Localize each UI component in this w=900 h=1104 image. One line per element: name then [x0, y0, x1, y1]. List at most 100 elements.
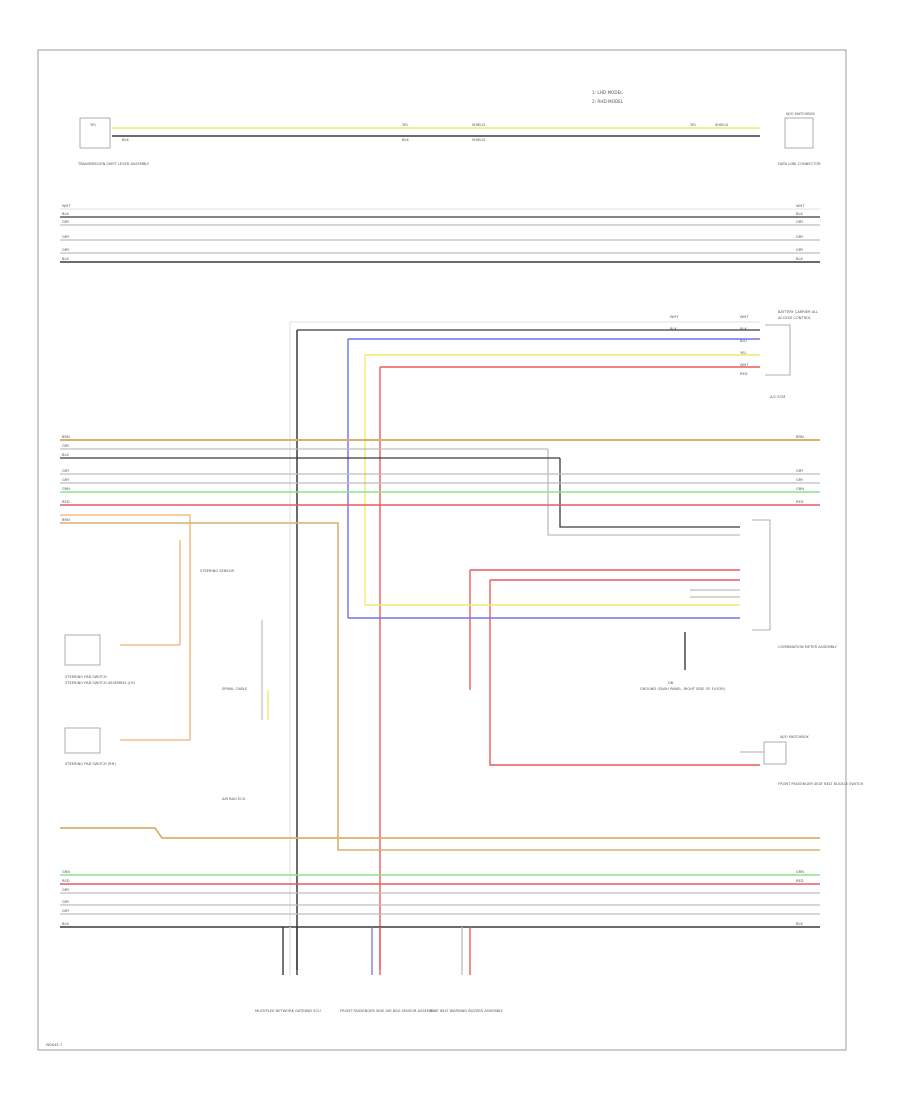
middle-bus: BRN GRY BLK GRY GRY GRN RED BRN BRN GRY …	[60, 435, 820, 851]
code-ecm-2: BLK	[670, 327, 677, 331]
code-mid-7: RED	[62, 500, 70, 504]
label-shift-lever: TRANSMISSION SHIFT LEVER ASSEMBLY	[77, 162, 150, 166]
diagram-frame	[37, 49, 847, 1051]
mid-bus-black-drop	[559, 458, 740, 528]
code-mid-r7: RED	[796, 500, 804, 504]
code-bot-r2: RED	[796, 879, 804, 883]
code-bus-r1: WHT	[796, 204, 805, 208]
label-ground-ref: GB	[668, 681, 674, 685]
code-blk-1: BLK	[122, 138, 129, 142]
lower-tan-wire	[60, 827, 820, 839]
label-steering-pad-rh: STEERING PAD SWITCH (RH)	[65, 762, 116, 766]
code-bot-6: BLK	[62, 922, 69, 926]
steering-switches: STEERING SENSOR STEERING PAD SWITCH STEE…	[64, 540, 235, 766]
code-mid-1: BRN	[62, 435, 70, 439]
legend: 1: LHD MODEL 2: RHD MODEL	[592, 90, 624, 104]
code-bus-2: BLK	[62, 212, 69, 216]
code-ecm-4: BLK	[740, 327, 747, 331]
dlc-box	[784, 117, 814, 149]
label-steering-sensor: STEERING SENSOR	[200, 569, 235, 573]
label-ecm: A/C ECM	[770, 395, 785, 399]
label-combination-meter: COMBINATION METER ASSEMBLY	[778, 645, 838, 649]
label-dlc: DATA LINK CONNECTOR	[778, 162, 821, 166]
label-steering-pad-sub: STEERING PAD SWITCH ASSEMBLY (LH)	[65, 681, 136, 685]
code-mid-3: BLK	[62, 453, 69, 457]
combination-meter: COMBINATION METER ASSEMBLY GROUND (DASH …	[348, 519, 838, 766]
code-bot-2: RED	[62, 879, 70, 883]
label-ground-dash: GROUND (DASH PANEL, RIGHT SIDE OF FLOOR)	[640, 687, 726, 691]
code-bus-5: GRY	[62, 248, 70, 252]
label-spiral-cable: SPIRAL CABLE	[222, 687, 248, 691]
buckle-box	[763, 741, 787, 765]
label-dlc-ref: W/O MATCHBOX	[786, 112, 815, 116]
code-yel-1: YEL	[90, 123, 96, 127]
legend-lhd: 1: LHD MODEL	[592, 90, 623, 95]
code-mid-r6: GRN	[796, 487, 804, 491]
code-shield-1: SHIELD	[472, 123, 485, 127]
code-bus-r4: GRY	[796, 235, 804, 239]
code-bus-r5: GRY	[796, 248, 804, 252]
code-yel-2: YEL	[402, 123, 408, 127]
code-ecm-3: WHT	[740, 315, 749, 319]
label-buzzer: SEAT BELT WARNING BUZZER ASSEMBLY	[430, 1009, 504, 1013]
code-bot-3: GRY	[62, 888, 70, 892]
code-mid-4: GRY	[62, 469, 70, 473]
buckle-switch: W/O MATCHBOX FRONT PASSENGER SEAT BELT B…	[740, 735, 863, 786]
code-ecm-6: YEL	[740, 351, 746, 355]
code-bus-r6: BLK	[796, 257, 803, 261]
code-bus-6: BLK	[62, 257, 69, 261]
steering-pad-rh-box	[64, 727, 101, 754]
code-bus-r2: BLK	[796, 212, 803, 216]
spiral-cable: SPIRAL CABLE AIR BAG ECU	[222, 620, 269, 801]
code-bot-1: GRN	[62, 870, 70, 874]
label-buckle-ref: W/O MATCHBOX	[780, 735, 809, 739]
code-shield-3: SHIELD	[715, 123, 728, 127]
bottom-bus: GRN RED GRY GRY GRY BLK GRN RED BLK	[60, 870, 820, 928]
code-mid-5: GRY	[62, 478, 70, 482]
ecm-bracket	[765, 324, 791, 376]
label-buckle-switch: FRONT PASSENGER SEAT BELT BUCKLE SWITCH	[778, 782, 863, 786]
code-mid-r1: BRN	[796, 435, 804, 439]
label-airbag-sensor: FRONT PASSENGER SIDE AIR BAG SENSOR ASSE…	[340, 1009, 437, 1013]
trunk-wires	[289, 321, 760, 970]
code-bot-r6: BLK	[796, 922, 803, 926]
code-bot-5: GRY	[62, 909, 70, 913]
code-bot-r1: GRN	[796, 870, 804, 874]
wire-red-buckle	[489, 579, 760, 766]
steering-pad-box	[64, 634, 101, 666]
code-bus-4: GRY	[62, 235, 70, 239]
code-bus-r3: GRY	[796, 220, 804, 224]
code-ecm-1: WHT	[670, 315, 679, 319]
label-steering-pad: STEERING PAD SWITCH	[65, 675, 107, 679]
shift-lever-box	[79, 117, 111, 149]
code-mid-2: GRY	[62, 444, 70, 448]
code-mid-8: BRN	[62, 518, 70, 522]
mid-bus-orange-1	[60, 514, 191, 640]
meter-bracket	[752, 519, 771, 631]
code-mid-r5: GRY	[796, 478, 804, 482]
label-airbag-ecu: AIR BAG ECU	[222, 797, 246, 801]
upper-bus: WHT BLK GRY GRY GRY BLK WHT BLK GRY GRY …	[60, 204, 820, 263]
legend-rhd: 2: RHD MODEL	[592, 99, 624, 104]
code-ecm-7: WHT	[740, 363, 749, 367]
code-ecm-8: RED	[740, 372, 748, 376]
wire-yellow-trunk	[364, 354, 760, 605]
mid-bus-gray-drop	[547, 449, 740, 536]
page-ref: W0045-7	[46, 1043, 62, 1047]
mid-bus-tan-2	[60, 522, 820, 851]
code-shield-2: SHIELD	[472, 138, 485, 142]
bottom-drops: MULTIPLEX NETWORK GATEWAY ECU FRONT PASS…	[255, 927, 504, 1013]
code-blk-2: BLK	[402, 138, 409, 142]
code-yel-3: YEL	[690, 123, 696, 127]
ecm-connector: BATTERY CARRIER ALL ACCESS CONTROL A/C E…	[670, 310, 818, 399]
code-bus-3: GRY	[62, 220, 70, 224]
code-mid-r4: GRY	[796, 469, 804, 473]
label-ecm-ref: BATTERY CARRIER ALL	[778, 310, 818, 314]
top-can-line: YEL BLK YEL BLK SHIELD SHIELD YEL SHIELD…	[77, 112, 821, 166]
code-mid-6: GRN	[62, 487, 70, 491]
code-ecm-5: BLU	[740, 339, 747, 343]
code-bot-4: GRY	[62, 900, 70, 904]
label-ecm-access: ACCESS CONTROL	[778, 316, 811, 320]
